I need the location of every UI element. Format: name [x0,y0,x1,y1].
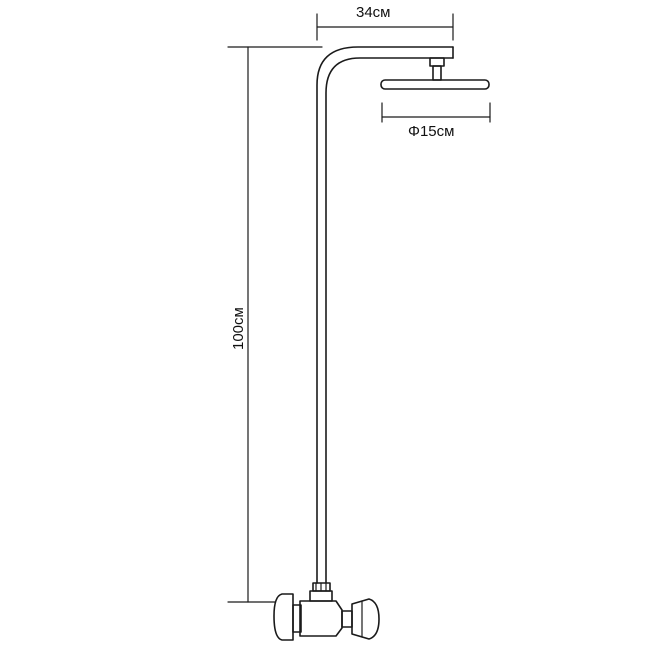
valve-assembly [273,582,380,641]
wall-flange [273,593,294,641]
shower-head-connector [432,65,442,81]
flange-connector [292,604,302,633]
pipe-collar [309,590,333,602]
width-dimension: 34см [316,4,454,41]
valve-body [299,600,343,637]
height-dimension: 100см [227,46,323,603]
riser-pipe [316,46,454,584]
handle-stem [341,610,353,628]
width-label: 34см [356,4,391,21]
shower-head-nut [429,57,445,67]
shower-head-disc [380,79,490,90]
riser-pipe-outer [316,46,454,584]
riser-pipe-inner [325,57,454,584]
shower-head [380,57,490,90]
valve-handle [351,598,380,640]
diameter-label: Φ15см [408,123,454,140]
height-label: 100см [230,307,247,350]
diameter-dimension: Φ15см [381,102,491,140]
